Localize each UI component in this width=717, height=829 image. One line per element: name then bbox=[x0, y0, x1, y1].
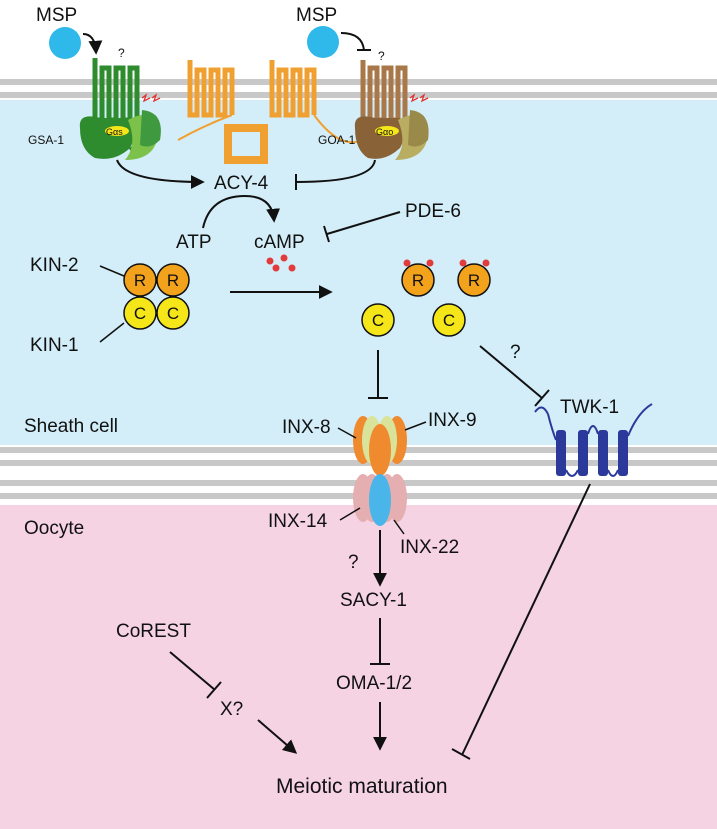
gao-label: Gαo bbox=[376, 127, 393, 137]
inx-22-leader bbox=[393, 519, 405, 535]
x-label: X? bbox=[220, 699, 243, 720]
corest-label: CoREST bbox=[116, 621, 191, 642]
pde-inhibit-bar bbox=[323, 225, 330, 243]
msp-right-ligand bbox=[307, 26, 339, 58]
goa-1-label: GOA-1 bbox=[318, 133, 356, 147]
pka-holoenzyme: R R C C bbox=[123, 263, 190, 330]
atp-label: ATP bbox=[176, 232, 212, 253]
inx-14-leader bbox=[339, 507, 361, 521]
twk-1-channel bbox=[534, 403, 653, 477]
svg-text:C: C bbox=[372, 311, 384, 330]
kin-2-leader bbox=[99, 265, 125, 277]
sacy-1-label: SACY-1 bbox=[340, 590, 407, 611]
corest-x-bar bbox=[206, 681, 222, 699]
kin-1-leader bbox=[99, 322, 125, 343]
sacy-question: ? bbox=[348, 552, 359, 573]
svg-text:R: R bbox=[412, 271, 424, 290]
pde-6-label: PDE-6 bbox=[405, 201, 461, 222]
gas-label: Gαs bbox=[106, 127, 123, 137]
gsa-activates-acy bbox=[116, 159, 205, 189]
msp-right-question: ? bbox=[378, 49, 385, 63]
inx-22-label: INX-22 bbox=[400, 537, 459, 558]
oocyte-region bbox=[0, 505, 717, 829]
msp-right-inhibit bbox=[340, 32, 365, 51]
svg-text:R: R bbox=[167, 271, 179, 290]
msp-left-arrow bbox=[82, 33, 103, 55]
svg-text:R: R bbox=[468, 271, 480, 290]
twk-question: ? bbox=[510, 342, 521, 363]
innexin-gap-junction bbox=[353, 416, 407, 526]
c-inhibits-twk bbox=[479, 345, 543, 399]
svg-text:C: C bbox=[443, 311, 455, 330]
atp-to-camp-arrow bbox=[202, 194, 281, 229]
dissociated-pka: R R C C bbox=[361, 259, 491, 337]
svg-text:R: R bbox=[134, 271, 146, 290]
svg-text:C: C bbox=[134, 304, 146, 323]
oocyte-label: Oocyte bbox=[24, 518, 84, 539]
sheath-cell-label: Sheath cell bbox=[24, 416, 118, 437]
inx-8-leader bbox=[337, 427, 357, 439]
kin-1-label: KIN-1 bbox=[30, 335, 79, 356]
inx-9-leader bbox=[404, 421, 427, 431]
msp-left-label: MSP bbox=[36, 5, 77, 26]
top-membrane bbox=[0, 79, 717, 98]
camp-molecules bbox=[266, 254, 296, 272]
msp-right-label: MSP bbox=[296, 5, 337, 26]
meiotic-maturation-label: Meiotic maturation bbox=[276, 775, 448, 798]
camp-label: cAMP bbox=[254, 232, 305, 253]
corest-inhibits-x bbox=[169, 651, 216, 691]
goa-receptor bbox=[360, 60, 429, 123]
pde-inhibits-camp bbox=[326, 211, 401, 235]
acy-4-label: ACY-4 bbox=[214, 173, 269, 194]
goa-inhibits-acy bbox=[295, 159, 376, 183]
gsa-g-protein: Gαs bbox=[79, 110, 161, 160]
sheath-cell-region bbox=[0, 100, 717, 445]
goa-g-protein: Gαo bbox=[354, 110, 429, 160]
oma-label: OMA-1/2 bbox=[336, 673, 412, 694]
inx-14-label: INX-14 bbox=[268, 511, 328, 532]
twk-1-label: TWK-1 bbox=[560, 397, 619, 418]
inx-9-label: INX-9 bbox=[428, 410, 477, 431]
inx-8-label: INX-8 bbox=[282, 417, 331, 438]
c-twk-bar bbox=[534, 389, 550, 407]
svg-text:C: C bbox=[167, 304, 179, 323]
x-to-meiotic-arrow bbox=[257, 719, 298, 754]
msp-left-question: ? bbox=[118, 46, 125, 60]
kin-2-label: KIN-2 bbox=[30, 255, 79, 276]
twk-inhibits-meiotic bbox=[461, 483, 591, 756]
twk-meiotic-bar bbox=[451, 748, 471, 760]
gsa-1-label: GSA-1 bbox=[28, 133, 64, 147]
msp-left-ligand bbox=[49, 27, 81, 59]
